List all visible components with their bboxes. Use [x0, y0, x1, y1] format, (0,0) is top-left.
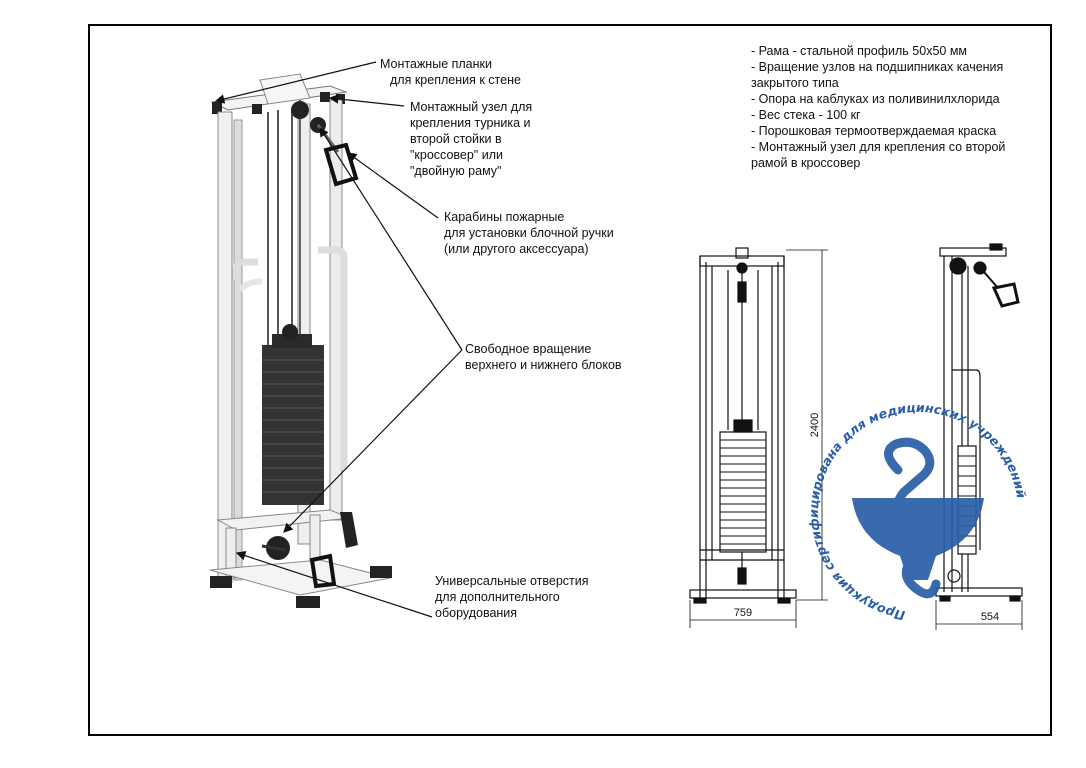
callout-carabiners: Карабины пожарные для установки блочной … [444, 210, 614, 256]
spec-line: закрытого типа [751, 76, 839, 90]
spec-line: - Монтажный узел для крепления со второй [751, 140, 1006, 154]
spec-line: - Порошковая термоотверждаемая краска [751, 124, 997, 138]
dimension-width: 759 [734, 607, 752, 619]
dimension-height: 2400 [809, 413, 821, 437]
front-view [689, 247, 828, 628]
spec-line: - Вращение узлов на подшипниках качения [751, 60, 1004, 74]
spec-line: - Рама - стальной профиль 50х50 мм [751, 44, 968, 58]
dimension-depth: 554 [981, 611, 999, 623]
specifications-list: - Рама - стальной профиль 50х50 мм - Вра… [751, 43, 1005, 171]
spec-line: - Опора на каблуках из поливинилхлорида [751, 92, 1000, 106]
callout-rotation: Свободное вращение верхнего и нижнего бл… [465, 342, 622, 372]
certification-stamp: Продукция сертифицирована для медицински… [806, 400, 1029, 623]
callout-planks: Монтажные планки для крепления к стене [380, 57, 521, 87]
machine-illustration [209, 73, 392, 608]
callout-holes: Универсальные отверстия для дополнительн… [435, 574, 589, 620]
spec-line: рамой в кроссовер [751, 156, 861, 170]
side-view [935, 243, 1023, 630]
bowl-of-hygieia-icon [852, 437, 984, 599]
callout-mount: Монтажный узел для крепления турника и в… [410, 100, 533, 178]
spec-line: - Вес стека - 100 кг [751, 108, 861, 122]
drawing-frame [88, 24, 1052, 736]
callout-leaders [214, 61, 463, 618]
